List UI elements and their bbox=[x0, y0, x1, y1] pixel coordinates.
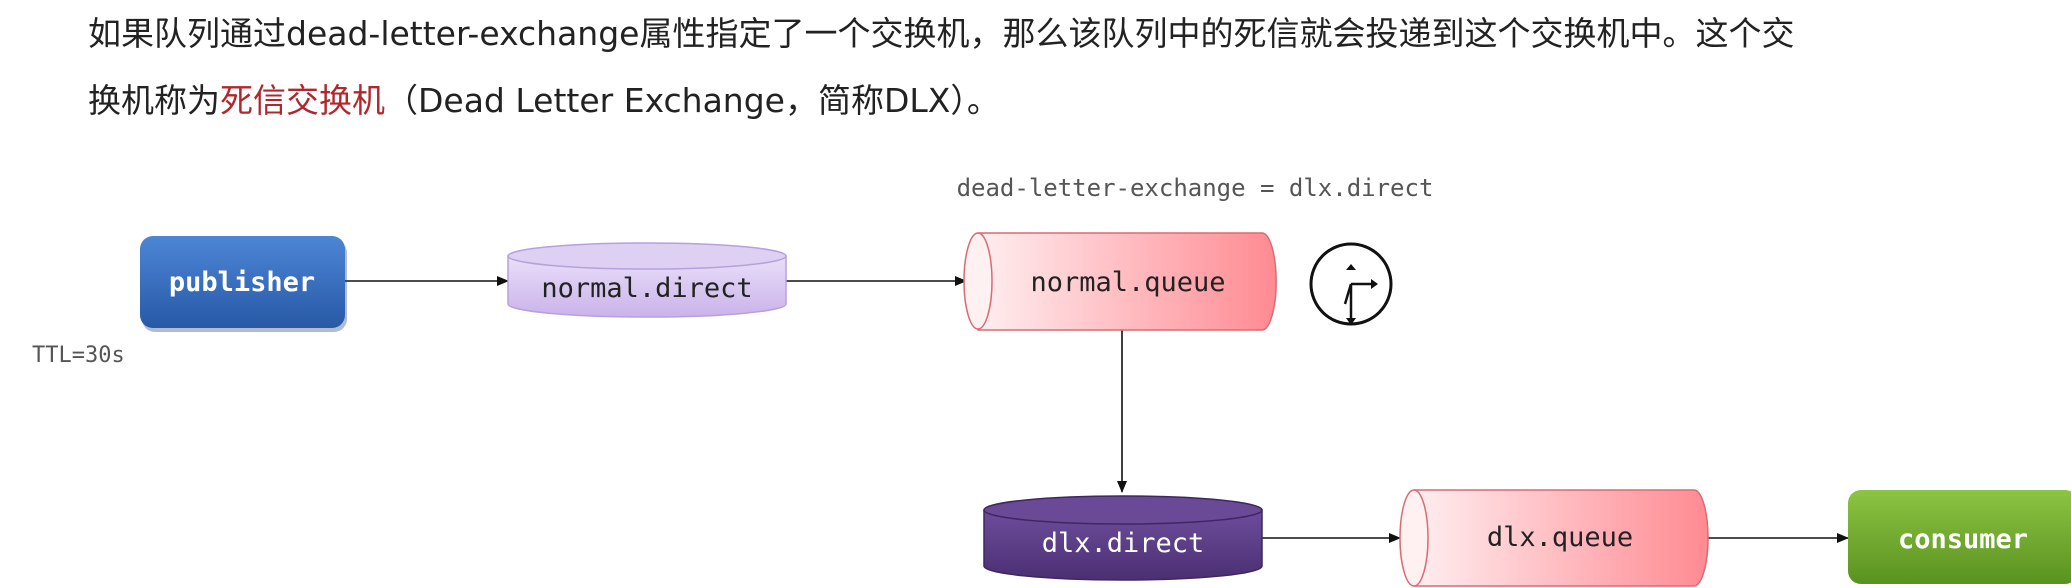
description-line-1: 如果队列通过dead-letter-exchange属性指定了一个交换机，那么该… bbox=[88, 14, 1795, 53]
clock-icon bbox=[1309, 242, 1393, 326]
normal-direct-exchange: normal.direct bbox=[507, 242, 787, 318]
description-line-2-prefix: 换机称为 bbox=[88, 81, 220, 120]
consumer-label: consumer bbox=[1898, 524, 2028, 555]
description-paragraph: 如果队列通过dead-letter-exchange属性指定了一个交换机，那么该… bbox=[88, 0, 2048, 134]
normal-direct-label: normal.direct bbox=[541, 273, 752, 304]
dlx-direct-label: dlx.direct bbox=[1042, 528, 1205, 559]
ttl-label: TTL=30s bbox=[32, 343, 125, 368]
description-line-2: 换机称为死信交换机（Dead Letter Exchange，简称DLX）。 bbox=[88, 67, 2048, 134]
consumer-node: consumer bbox=[1848, 490, 2071, 584]
dlx-queue: dlx.queue bbox=[1399, 489, 1709, 587]
normal-queue: normal.queue bbox=[963, 232, 1277, 331]
description-line-2-suffix: （Dead Letter Exchange，简称DLX）。 bbox=[385, 81, 1000, 120]
publisher-node: publisher bbox=[140, 236, 347, 332]
dlx-queue-label: dlx.queue bbox=[1487, 522, 1633, 553]
dead-letter-exchange-annotation: dead-letter-exchange = dlx.direct bbox=[957, 174, 1434, 202]
publisher-label: publisher bbox=[169, 267, 315, 298]
dlx-direct-exchange: dlx.direct bbox=[983, 495, 1263, 581]
normal-queue-label: normal.queue bbox=[1030, 267, 1225, 298]
highlight-term: 死信交换机 bbox=[220, 81, 385, 120]
